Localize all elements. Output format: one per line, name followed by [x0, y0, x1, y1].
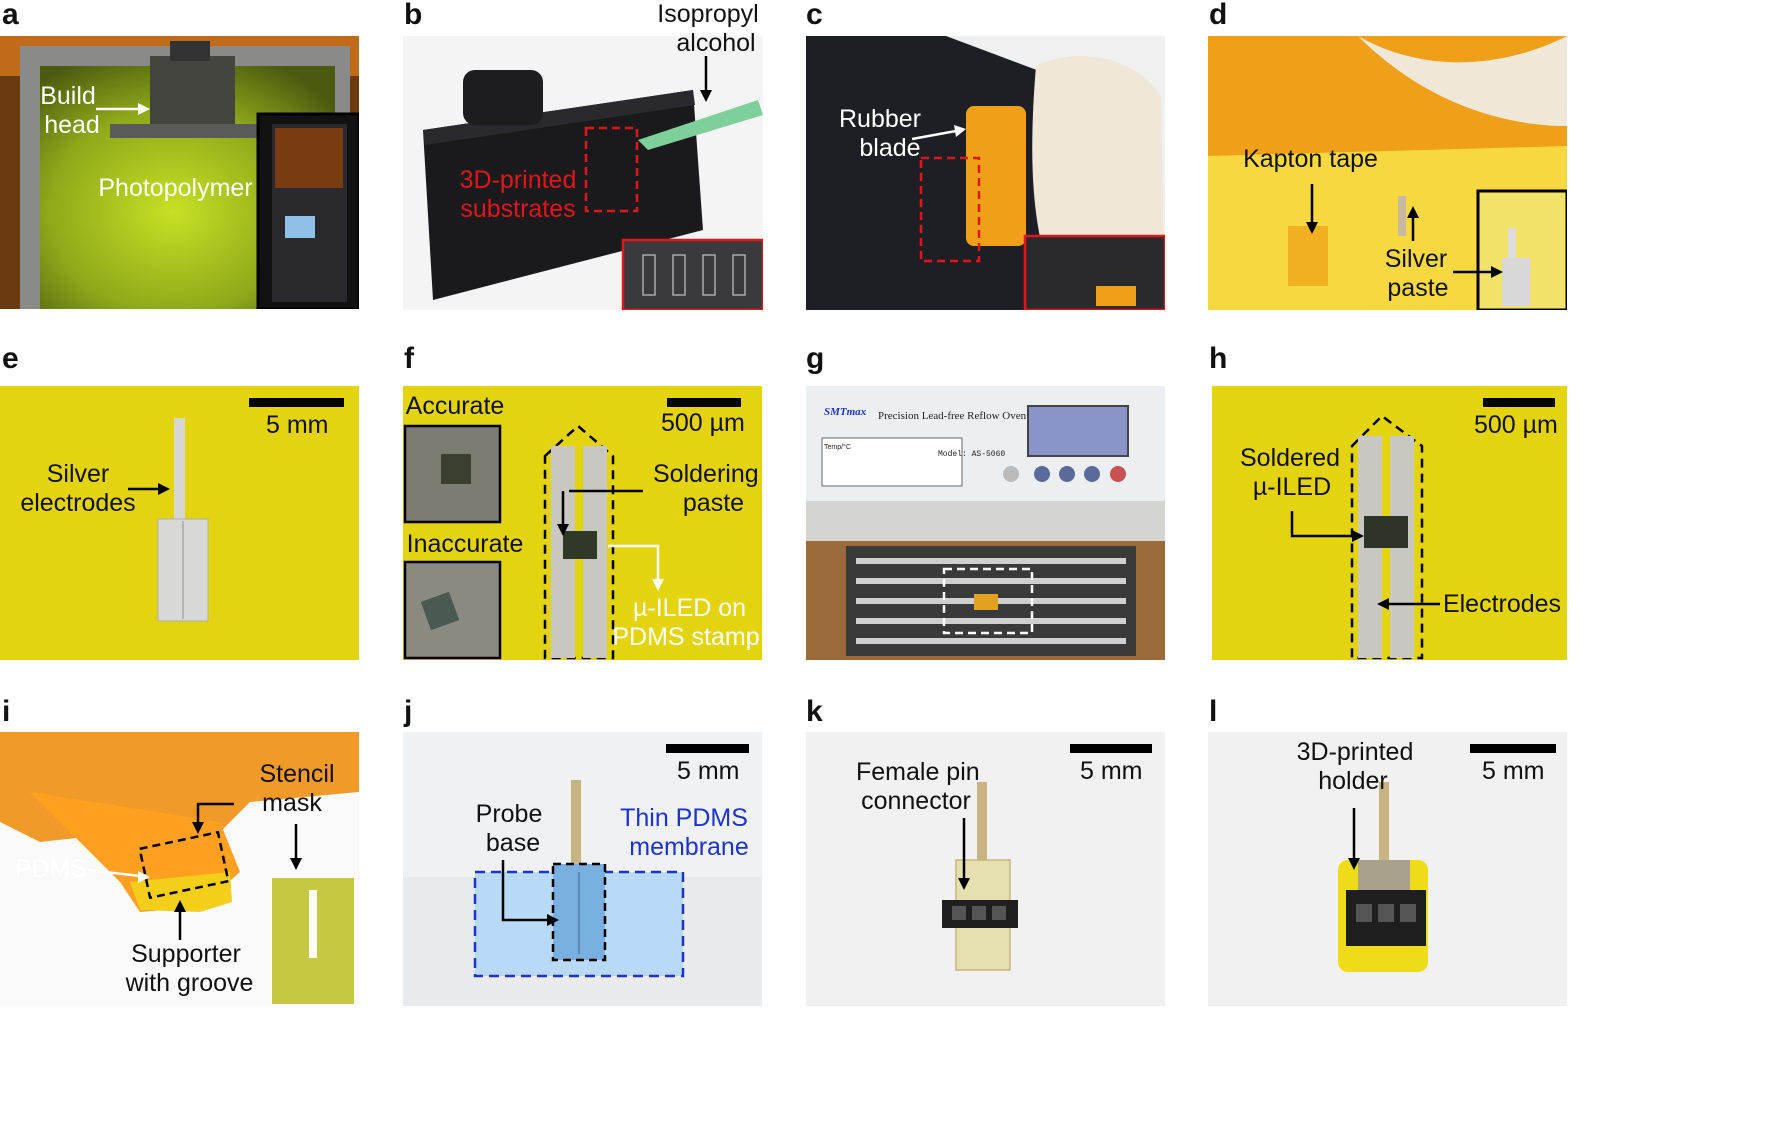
thin-pdms-label-1: Thin PDMS — [620, 804, 748, 832]
female-pin-label-2: connector — [861, 787, 971, 815]
build-head-label-1: Build — [40, 82, 96, 110]
panel-label-j: j — [404, 695, 413, 728]
female-pin-label-1: Female pin — [856, 758, 980, 786]
substrates-label-1: 3D-printed — [459, 166, 577, 194]
scale-bar-k — [1070, 744, 1152, 753]
panel-a-photo: Build head Photopolymer — [0, 36, 359, 309]
substrate-image — [403, 36, 763, 310]
supporter-label-1: Supporter — [131, 940, 241, 968]
uiled-label-2: PDMS stamp — [612, 623, 760, 651]
probe-base-label-2: base — [485, 829, 541, 857]
isopropyl-label-2: alcohol — [676, 29, 756, 57]
stencil-mask-label-1: Stencil — [259, 760, 335, 788]
thin-pdms-label-2: membrane — [629, 833, 749, 861]
scale-bar-h — [1483, 398, 1555, 407]
soldered-label-1: Soldered — [1240, 444, 1341, 472]
pdms-label: PDMS — [14, 855, 88, 883]
scale-text-h: 500 µm — [1474, 411, 1558, 439]
panel-c-photo: Rubber blade — [806, 36, 1165, 310]
accurate-label: Accurate — [405, 392, 505, 420]
panel-d-photo: Kapton tape Silver paste — [1208, 36, 1567, 310]
soldered-label-2: µ-ILED — [1252, 473, 1332, 501]
silver-paste-label-2: paste — [1387, 274, 1449, 302]
scale-text-e: 5 mm — [266, 411, 329, 439]
panel-l-photo: 5 mm 3D-printed holder — [1208, 732, 1567, 1006]
build-head-label-2: head — [44, 111, 100, 139]
scale-text-j: 5 mm — [677, 757, 740, 785]
isopropyl-label-1: Isopropyl — [657, 0, 759, 28]
scale-bar-l — [1470, 744, 1556, 753]
panel-label-h: h — [1209, 342, 1228, 375]
electrodes-label: Electrodes — [1442, 590, 1562, 618]
photopolymer-label: Photopolymer — [98, 174, 253, 202]
probe-base-label-1: Probe — [475, 800, 543, 828]
holder-label-1: 3D-printed — [1296, 738, 1414, 766]
scale-bar-f — [667, 398, 741, 407]
stencil-mask-image — [0, 732, 359, 1004]
panel-label-d: d — [1209, 0, 1228, 31]
scale-bar-j — [666, 744, 749, 753]
female-pin-image — [942, 782, 1018, 971]
panel-h-photo: 500 µm Soldered µ-ILED Electrodes — [1212, 386, 1567, 660]
uiled-label-1: µ-ILED on — [633, 594, 747, 622]
kapton-tape-label: Kapton tape — [1243, 145, 1378, 173]
scale-bar-e — [249, 398, 344, 407]
oven-title: Precision Lead-free Reflow Oven — [878, 410, 1027, 422]
silver-paste-label-1: Silver — [1384, 245, 1448, 273]
stencil-mask-label-2: mask — [262, 789, 322, 817]
panel-j-photo: 5 mm Probe base Thin PDMS membrane — [403, 732, 762, 1006]
silver-electrodes-label-2: electrodes — [20, 489, 136, 517]
panel-k-photo: 5 mm Female pin connector — [806, 732, 1165, 1006]
inaccurate-label: Inaccurate — [406, 530, 524, 558]
panel-label-k: k — [806, 695, 823, 728]
panel-b-photo: Isopropyl alcohol 3D-printed substrates — [403, 0, 763, 310]
rubber-blade-label-1: Rubber — [839, 105, 921, 133]
panel-label-e: e — [2, 342, 19, 375]
panel-label-g: g — [806, 342, 825, 375]
kapton-tape-image — [1208, 36, 1567, 310]
silver-electrodes-image — [128, 418, 209, 622]
panel-label-b: b — [404, 0, 423, 31]
panel-f-photo: Accurate Inaccurate 500 µm Soldering pas… — [403, 386, 762, 660]
scale-text-f: 500 µm — [661, 409, 745, 437]
holder-label-2: holder — [1318, 767, 1388, 795]
panel-g-photo: SMTmax Precision Lead-free Reflow Oven M… — [806, 386, 1165, 660]
scale-text-l: 5 mm — [1482, 757, 1545, 785]
oven-temp: Temp/°C — [824, 444, 851, 451]
probe-base-image — [403, 732, 762, 1006]
panel-e-photo: 5 mm Silver electrodes — [0, 386, 359, 660]
panel-label-a: a — [2, 0, 19, 31]
soldered-uiled-image — [1290, 414, 1440, 660]
printer-inset — [256, 112, 359, 309]
oven-brand: SMTmax — [824, 406, 867, 418]
panel-label-f: f — [404, 342, 414, 375]
supporter-label-2: with groove — [125, 969, 254, 997]
reflow-oven-image — [806, 386, 1165, 660]
panel-label-l: l — [1209, 695, 1218, 728]
panel-i-photo: Stencil mask PDMS Supporter with groove — [0, 732, 359, 1006]
panel-label-c: c — [806, 0, 823, 31]
substrates-label-2: substrates — [460, 195, 576, 223]
rubber-blade-image — [806, 36, 1165, 310]
silver-electrodes-label-1: Silver — [46, 460, 110, 488]
panel-label-i: i — [2, 695, 11, 728]
soldering-paste-label-2: paste — [682, 489, 745, 517]
holder-image — [1338, 782, 1428, 972]
soldering-paste-label-1: Soldering — [653, 460, 759, 488]
scale-text-k: 5 mm — [1080, 757, 1143, 785]
oven-model: Model: AS-5060 — [938, 450, 1006, 459]
rubber-blade-label-2: blade — [859, 134, 921, 162]
soldering-paste-image — [403, 424, 664, 660]
build-head-arrow — [96, 103, 150, 115]
